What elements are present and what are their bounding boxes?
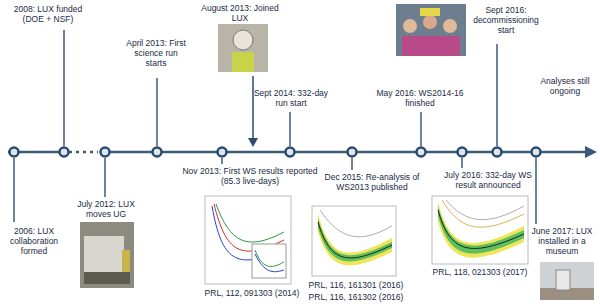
plot-frame xyxy=(432,196,528,264)
plot-band xyxy=(318,218,392,261)
event-marker xyxy=(218,148,227,157)
timeline-label: Analyses still ongoing xyxy=(536,76,594,96)
photo-team xyxy=(396,4,466,56)
photo-cargo xyxy=(84,236,124,272)
pointer-arrowhead xyxy=(248,138,258,147)
timeline-label: Dec 2015: Re-analysis of WS2013 publishe… xyxy=(315,172,430,192)
photo-background xyxy=(396,4,466,56)
tick-line xyxy=(496,44,498,146)
timeline-label: May 2016: WS2014-16 finished xyxy=(375,88,465,108)
plot-curve xyxy=(442,200,524,227)
tick-line xyxy=(289,112,291,146)
timeline-label: July 2016: 332-day WS result announced xyxy=(438,170,538,190)
photo-hat xyxy=(420,8,440,16)
plot-frame xyxy=(312,206,396,276)
tick-line xyxy=(420,112,422,146)
plot-curve xyxy=(216,204,284,242)
event-marker xyxy=(10,148,19,157)
photo-person xyxy=(443,19,457,33)
tick-line xyxy=(461,158,463,168)
plot-curve xyxy=(320,210,392,237)
limit-plot xyxy=(432,196,528,264)
photo-helmet xyxy=(233,30,253,50)
timeline-gap xyxy=(76,151,98,154)
photo-background xyxy=(540,262,594,300)
event-marker xyxy=(60,148,69,157)
photo-vest xyxy=(232,52,254,72)
tick-line xyxy=(63,30,65,146)
limit-plot xyxy=(312,206,396,276)
event-marker xyxy=(153,148,162,157)
photo-move-ug xyxy=(80,222,134,288)
event-marker xyxy=(532,148,541,157)
timeline-label: Nov 2013: First WS results reported (85.… xyxy=(175,166,325,186)
event-marker xyxy=(458,148,467,157)
photo-background xyxy=(80,222,134,288)
photo-exhibit xyxy=(556,270,570,290)
timeline-label: 2008: LUX funded (DOE + NSF) xyxy=(6,4,90,24)
event-marker xyxy=(286,148,295,157)
timeline-label: July 2012: LUX moves UG xyxy=(70,199,142,219)
event-marker xyxy=(348,148,357,157)
plot-band xyxy=(438,202,524,258)
pointer-arrow xyxy=(252,76,254,139)
tick-line xyxy=(156,78,158,146)
timeline-label: PRL, 118, 021303 (2017) xyxy=(430,267,530,277)
photo-museum xyxy=(540,262,594,300)
photo-background xyxy=(218,24,268,72)
event-marker xyxy=(493,148,502,157)
timeline-label: PRL, 112, 091303 (2014) xyxy=(202,288,302,298)
limit-plot xyxy=(205,196,291,284)
timeline-label: PRL, 116, 161302 (2016) xyxy=(306,292,406,302)
plot-curve xyxy=(438,210,524,248)
timeline-arrowhead xyxy=(585,146,597,158)
timeline-axis xyxy=(100,151,588,154)
plot-inset xyxy=(252,244,286,278)
photo-costumes xyxy=(402,36,460,56)
timeline-label: Sept 2016: decommissioning start xyxy=(468,5,544,36)
photo-joined xyxy=(218,24,268,72)
tick-line xyxy=(104,158,106,197)
photo-worker xyxy=(122,250,130,272)
tick-line xyxy=(351,158,353,170)
plot-frame xyxy=(205,196,291,284)
photo-person xyxy=(423,15,437,29)
timeline-label: August 2013: Joined LUX xyxy=(195,3,285,23)
timeline-label: April 2013: First science run starts xyxy=(125,38,187,69)
plot-curve xyxy=(318,222,392,258)
plot-curve xyxy=(255,250,284,266)
event-marker xyxy=(101,148,110,157)
timeline-label: 2006: LUX collaboration formed xyxy=(4,226,64,257)
tick-line xyxy=(535,158,537,224)
photo-cart xyxy=(84,272,130,284)
plot-curve xyxy=(446,200,524,220)
plot-band xyxy=(438,206,524,254)
timeline-label: Sept 2014: 332-day run start xyxy=(251,88,331,108)
timeline-label: PRL, 116, 161301 (2016) xyxy=(306,280,406,290)
tick-line xyxy=(221,158,223,164)
timeline-label: June 2017: LUX installed in a museum xyxy=(530,226,594,257)
plot-curve xyxy=(255,254,284,272)
event-marker xyxy=(417,148,426,157)
photo-person xyxy=(403,19,417,33)
tick-line xyxy=(13,158,15,222)
